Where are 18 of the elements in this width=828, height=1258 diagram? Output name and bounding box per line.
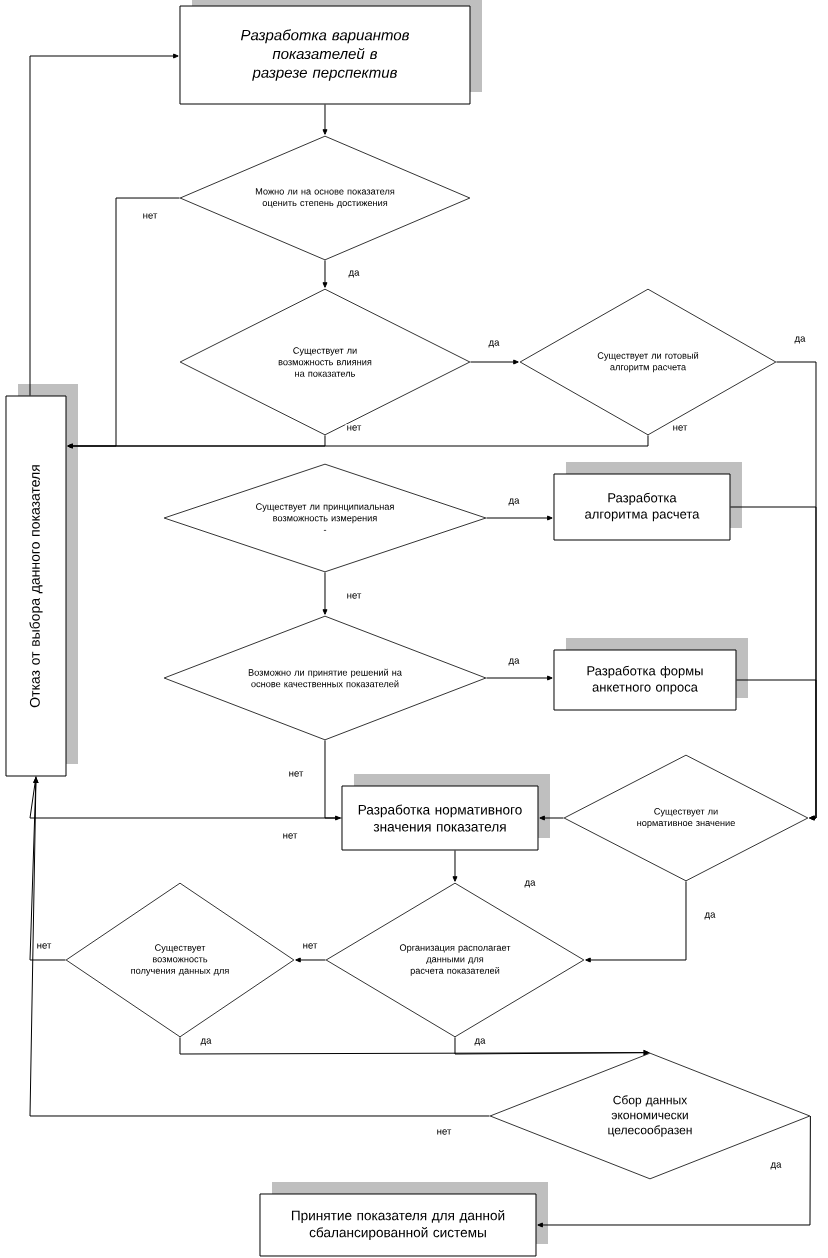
arrow [67, 434, 649, 449]
arrow [29, 777, 67, 961]
arrow [322, 259, 328, 288]
arrow [295, 957, 327, 963]
arrow [322, 571, 328, 615]
arrow [736, 679, 817, 821]
arrow [485, 515, 553, 521]
arrow [585, 880, 687, 963]
arrow [29, 53, 179, 396]
arrow [469, 359, 519, 365]
arrow [29, 777, 491, 1117]
arrow [485, 675, 553, 681]
arrow [452, 850, 458, 882]
arrow [322, 104, 328, 135]
arrow [537, 1115, 811, 1228]
arrow [179, 1036, 650, 1056]
arrow [539, 815, 565, 821]
arrow [324, 739, 341, 821]
